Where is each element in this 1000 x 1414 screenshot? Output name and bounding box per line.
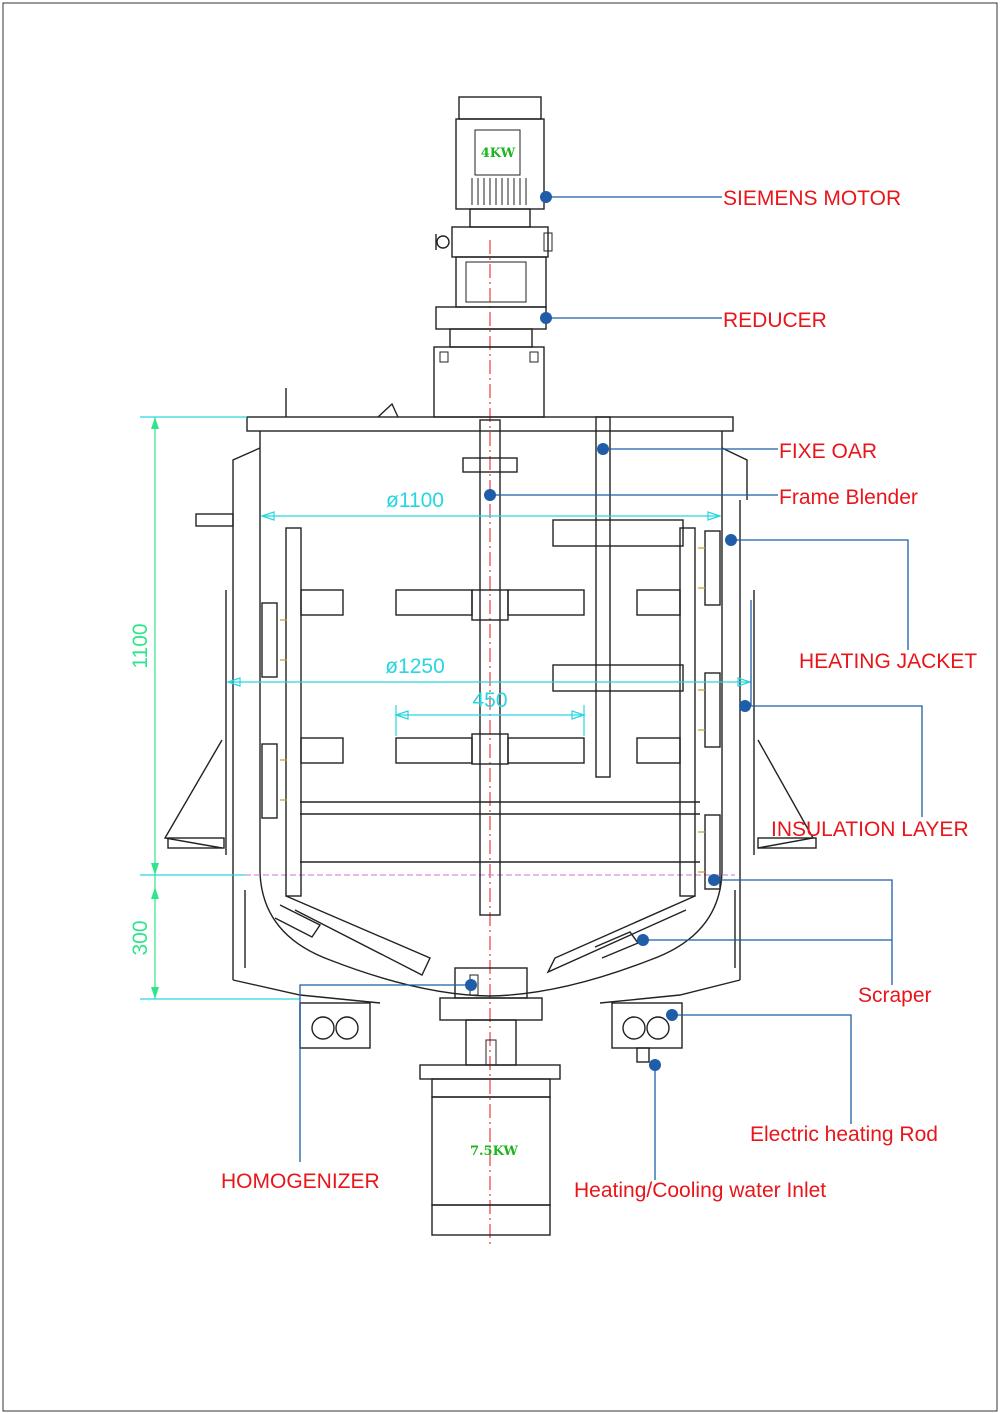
callout-fixe-oar: FIXE OAR	[597, 440, 877, 463]
inner-diameter-text: ø1100	[386, 489, 444, 512]
motor-power-label: 4KW	[481, 146, 516, 161]
electric-heating-rod-boxes	[299, 1002, 683, 1063]
callout-insulation-layer: INSULATION LAYER	[739, 600, 969, 841]
homogenizer-power-label: 7.5KW	[470, 1144, 518, 1159]
label-reducer: REDUCER	[723, 309, 827, 332]
reducer	[433, 226, 553, 418]
dimension-blade-width: 450	[394, 689, 586, 736]
callout-homogenizer: HOMOGENIZER	[221, 979, 477, 1193]
label-homogenizer: HOMOGENIZER	[221, 1170, 380, 1193]
label-insulation-layer: INSULATION LAYER	[771, 818, 969, 841]
blade-width-text: 450	[472, 689, 507, 712]
label-scraper: Scraper	[858, 984, 932, 1007]
label-electric-heating-rod: Electric heating Rod	[750, 1123, 938, 1146]
label-frame-blender: Frame Blender	[779, 486, 918, 509]
frame-blender	[285, 419, 696, 976]
label-water-inlet: Heating/Cooling water Inlet	[574, 1179, 826, 1202]
callout-heating-jacket: HEATING JACKET	[725, 534, 977, 673]
callout-water-inlet: Heating/Cooling water Inlet	[574, 1059, 826, 1202]
callout-siemens-motor: SIEMENS MOTOR	[540, 187, 901, 210]
dimension-bottom-depth: 300	[129, 875, 159, 999]
callout-scraper: Scraper	[637, 874, 932, 1007]
callout-electric-heating-rod: Electric heating Rod	[666, 1009, 938, 1146]
dimension-height: 1100	[129, 416, 300, 1000]
outer-diameter-text: ø1250	[385, 655, 445, 678]
bottom-depth-text: 300	[129, 920, 152, 955]
fixed-oar	[552, 416, 684, 778]
label-siemens-motor: SIEMENS MOTOR	[723, 187, 901, 210]
dimension-outer-diameter: ø1250	[226, 655, 752, 687]
label-heating-jacket: HEATING JACKET	[799, 650, 977, 673]
callout-frame-blender: Frame Blender	[484, 486, 918, 509]
label-fixe-oar: FIXE OAR	[779, 440, 877, 463]
dimension-inner-diameter: ø1100	[260, 489, 722, 521]
homogenizer: 7.5KW	[419, 967, 561, 1236]
siemens-motor: 4KW	[455, 96, 545, 228]
callout-reducer: REDUCER	[540, 309, 827, 332]
height-text: 1100	[129, 623, 152, 668]
scrapers	[261, 530, 721, 959]
